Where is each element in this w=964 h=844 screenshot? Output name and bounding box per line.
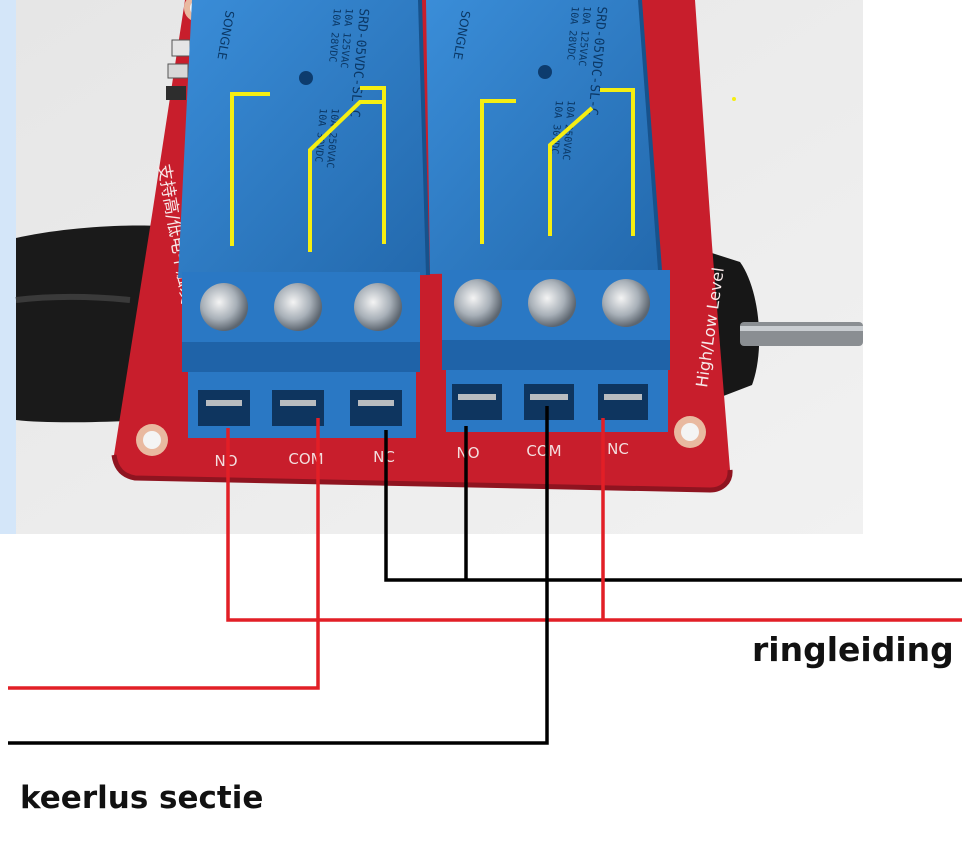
terminal-label: COM: [288, 450, 323, 468]
wiring: [8, 406, 962, 745]
terminal-slot: [452, 384, 502, 420]
terminal-block-2: [442, 270, 670, 432]
terminal-screw: [528, 279, 576, 327]
smd-component: [167, 63, 189, 79]
terminal-label: NC: [373, 448, 395, 466]
relay-rating: 10A 30VDC: [312, 108, 328, 163]
screwdriver-shaft: [740, 322, 863, 346]
relay-2: SONGLE SRD-05VDC-SL-C 10A 250VAC 10A 125…: [426, 0, 662, 274]
screwdriver-handle: [16, 225, 160, 423]
smd-component: [171, 39, 191, 57]
terminal-slot: [524, 384, 574, 420]
left-background-strip: [0, 0, 16, 534]
relay-1-contact-schematic: [230, 86, 386, 252]
relay-rating: 10A 125VAC: [338, 8, 354, 69]
relay-rating: 10A 125VAC: [576, 6, 592, 67]
terminal-label: COM: [526, 442, 561, 460]
mounting-hole: [136, 424, 168, 456]
relay-indicator-dot: [299, 71, 313, 85]
ringleiding-label: ringleiding: [752, 630, 954, 669]
terminal-screw: [602, 279, 650, 327]
terminal-label: NC: [607, 440, 629, 458]
terminal-block-1: [182, 272, 420, 438]
terminal-slot: [598, 384, 648, 420]
terminal-screw: [454, 279, 502, 327]
terminal-label: NO: [456, 444, 479, 462]
terminal-screw: [274, 283, 322, 331]
terminal-screw: [200, 283, 248, 331]
relay-rating: 10A 28VDC: [564, 6, 580, 61]
module-photo: 支持高/低电平触发 High/Low Level SONGLE SRD-05VD…: [0, 0, 863, 534]
red-wire-ring: [226, 428, 962, 622]
mounting-hole: [674, 416, 706, 448]
screwdriver-shaft-shine: [740, 326, 863, 331]
terminal-label: NO: [214, 452, 237, 470]
red-wire-keerlus: [8, 418, 320, 690]
black-wire-ring: [384, 430, 962, 582]
smd-component: [166, 86, 186, 100]
relay-1: SONGLE SRD-05VDC-SL-C 10A 250VAC 10A 125…: [178, 0, 430, 278]
black-wire-keerlus: [8, 406, 549, 745]
terminal-slot: [350, 390, 402, 426]
yellow-mark-dot: [732, 97, 736, 101]
relay-2-contact-schematic: [480, 88, 635, 244]
keerlus-sectie-label: keerlus sectie: [20, 780, 264, 816]
relay-rating: 10A 28VDC: [326, 8, 342, 63]
terminal-slot: [198, 390, 250, 426]
terminal-slot: [272, 390, 324, 426]
relay-board-edge: [111, 454, 733, 493]
terminal-screw: [354, 283, 402, 331]
screwdriver-handle-highlight: [15, 294, 131, 303]
relay-indicator-dot: [538, 65, 552, 79]
